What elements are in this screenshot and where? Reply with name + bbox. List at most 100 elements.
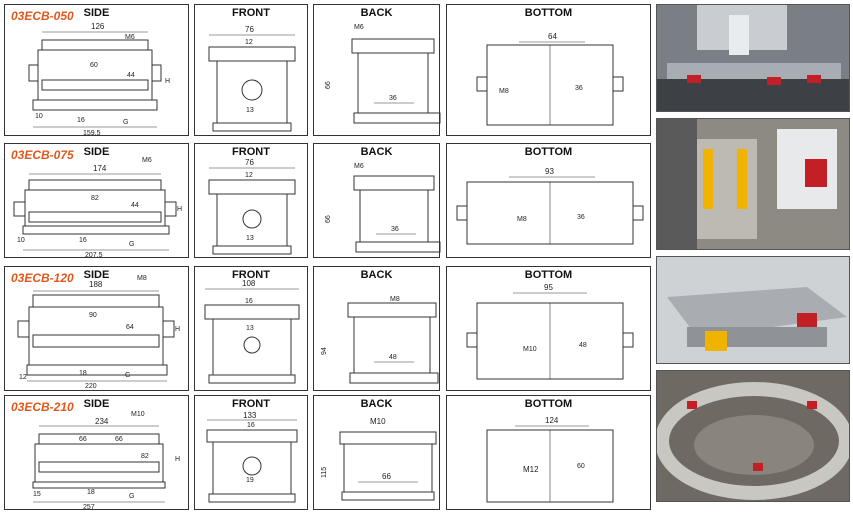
row3-front-width: 108 (242, 279, 256, 288)
row4-side-slot: 18 (87, 489, 95, 496)
row3-side-thread: M8 (137, 275, 147, 282)
row1-back-drawing: M6 66 36 (325, 24, 441, 124)
row2-side-base: 207.5 (85, 252, 103, 259)
photo-large-plate-drawing (657, 257, 849, 363)
row3-bottom-drawing: 95 M10 48 (466, 283, 634, 380)
row3-model-label: 03ECB-120 (11, 271, 74, 285)
row2-side-thread: M6 (142, 157, 152, 164)
row2-front-panel: FRONT 76 12 13 (194, 143, 308, 258)
row4-side-h: H (175, 456, 180, 463)
photo-vertical-setup (656, 118, 850, 250)
row4-side-thread: M10 (131, 411, 145, 418)
row3-side-h: H (175, 326, 180, 333)
row3-side-pitch: 90 (89, 312, 97, 319)
row4-front-drawing: 133 16 19 (206, 411, 298, 503)
row1-side-drawing: 126 M6 60 44 H 10 16 G 159.5 (28, 22, 170, 137)
row1-side-g: G (123, 119, 128, 126)
row2-side-panel: 03ECB-075 SIDE 174 M6 82 44 H 10 16 G 20… (4, 143, 189, 259)
row4-bottom-header: BOTTOM (524, 398, 573, 410)
row4-back-spacing: 66 (382, 472, 391, 481)
row3-back-panel: BACK M8 94 48 (313, 266, 440, 391)
row4-bottom-width: 124 (545, 416, 559, 425)
row2-back-height: 66 (325, 215, 332, 223)
row3-side-base: 220 (85, 383, 97, 390)
row4-front-panel: FRONT 133 16 19 (194, 395, 308, 510)
row2-back-drawing: M6 66 36 (325, 163, 441, 253)
row4-back-header: BACK (360, 398, 393, 410)
photo-ring-workpiece (656, 370, 850, 502)
row4-front-top: 16 (247, 422, 255, 429)
row1-side-header: SIDE (83, 7, 110, 19)
row4-back-thread: M10 (370, 417, 386, 426)
row4-bottom-panel: BOTTOM 124 M12 60 (446, 395, 651, 510)
row1-bottom-drawing: 64 M8 36 (476, 32, 624, 126)
row3-bottom-width: 95 (544, 283, 553, 292)
row2-back-thread: M6 (354, 163, 364, 170)
row3-back-height: 94 (321, 347, 328, 355)
row3-bottom-header: BOTTOM (524, 269, 573, 281)
row3-back-header: BACK (360, 269, 393, 281)
row3-side-height: 64 (126, 324, 134, 331)
row2-side-g: G (129, 241, 134, 248)
row3-back-spacing: 48 (389, 354, 397, 361)
row1-side-panel: 03ECB-050 SIDE 126 M6 60 44 H 10 16 G 15… (4, 4, 189, 137)
row4-side-panel: 03ECB-210 SIDE 234 M10 66 66 82 H 15 18 … (4, 395, 189, 511)
row1-back-spacing: 36 (389, 95, 397, 102)
row4-side-g: G (129, 493, 134, 500)
row1-back-thread: M6 (354, 24, 364, 31)
photo-machine-table (656, 4, 850, 112)
row2-back-spacing: 36 (391, 226, 399, 233)
row4-front-header: FRONT (232, 398, 270, 410)
row2-back-panel: BACK M6 66 36 (313, 143, 441, 258)
row2-side-header: SIDE (83, 146, 110, 158)
row3-back-thread: M8 (390, 296, 400, 303)
row1-front-drawing: 76 12 13 (208, 25, 296, 132)
row1-front-top: 12 (245, 39, 253, 46)
row1-back-panel: BACK M6 66 36 (313, 4, 441, 136)
row2-bottom-panel: BOTTOM 93 M8 36 (446, 143, 651, 258)
row4-side-base: 257 (83, 504, 95, 511)
row1-front-bottom: 13 (246, 107, 254, 114)
row4-model-label: 03ECB-210 (11, 400, 74, 414)
row1-side-base: 159.5 (83, 130, 101, 137)
row1-front-panel: FRONT 76 12 13 (194, 4, 308, 136)
row1-side-left: 10 (35, 113, 43, 120)
row2-side-h: H (177, 206, 182, 213)
row3-side-slot: 18 (79, 370, 87, 377)
row1-back-height: 66 (325, 81, 332, 89)
row1-front-width: 76 (245, 25, 254, 34)
row4-side-left: 15 (33, 491, 41, 498)
row2-bottom-header: BOTTOM (524, 146, 573, 158)
row2-front-bottom: 13 (246, 235, 254, 242)
row2-bottom-width: 93 (545, 167, 554, 176)
row1-side-slot: 16 (77, 117, 85, 124)
row4-bottom-spacing: 60 (577, 463, 585, 470)
row4-side-header: SIDE (83, 398, 110, 410)
row2-side-drawing: 174 M6 82 44 H 10 16 G 207.5 (13, 157, 182, 259)
row1-side-length: 126 (91, 22, 105, 31)
row3-side-drawing: 188 M8 90 64 H 12 18 G 220 (17, 275, 180, 390)
row3-front-header: FRONT (232, 269, 270, 281)
row2-bottom-spacing: 36 (577, 214, 585, 221)
row3-side-length: 188 (89, 280, 103, 289)
row3-bottom-panel: BOTTOM 95 M10 48 (446, 266, 651, 391)
row2-back-header: BACK (360, 146, 393, 158)
row4-side-pitch2: 66 (115, 436, 123, 443)
row2-side-pitch: 82 (91, 195, 99, 202)
row2-side-length: 174 (93, 164, 107, 173)
row2-side-left: 10 (17, 237, 25, 244)
row3-front-drawing: 108 16 13 (204, 279, 300, 384)
row1-bottom-spacing: 36 (575, 85, 583, 92)
row3-side-left: 12 (19, 374, 27, 381)
row2-front-width: 76 (245, 158, 254, 167)
row4-side-height: 82 (141, 453, 149, 460)
row1-bottom-width: 64 (548, 32, 557, 41)
row2-bottom-thread: M8 (517, 216, 527, 223)
photo-vertical-setup-drawing (657, 119, 849, 249)
row3-front-panel: FRONT 108 16 13 (194, 266, 308, 391)
row3-front-top: 16 (245, 298, 253, 305)
row4-front-width: 133 (243, 411, 257, 420)
row4-side-length: 234 (95, 417, 109, 426)
photo-machine-table-drawing (657, 5, 849, 111)
row2-front-top: 12 (245, 172, 253, 179)
